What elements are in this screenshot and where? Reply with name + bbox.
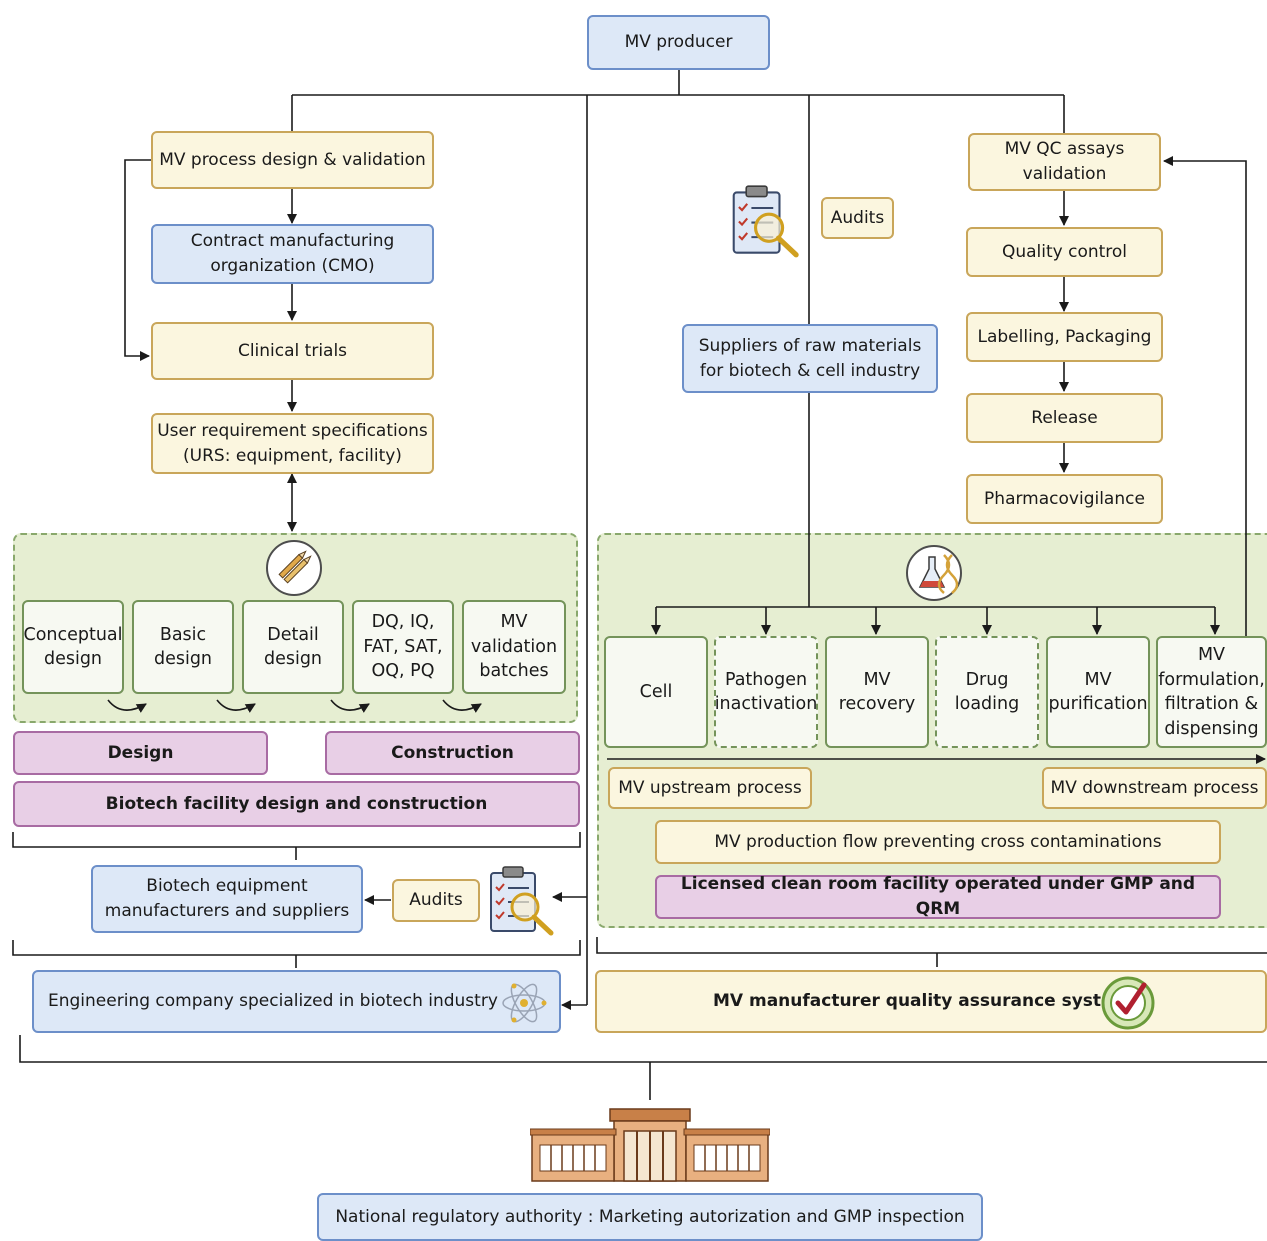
licensed-facility-label: Licensed clean room facility operated un… xyxy=(655,874,1221,919)
process-design-box: MV process design & validation xyxy=(151,131,434,189)
production-step: MV formulation, filtration & dispensing xyxy=(1156,636,1267,748)
design-label: Design xyxy=(13,731,268,775)
facility-design-label: Biotech facility design and construction xyxy=(13,781,580,827)
production-flow-label: MV production flow preventing cross cont… xyxy=(655,820,1221,864)
design-step: DQ, IQ, FAT, SAT, OQ, PQ xyxy=(352,600,454,694)
production-step: MV purification xyxy=(1046,636,1150,748)
qc-validation-box: MV QC assays validation xyxy=(968,133,1161,191)
regulatory-authority-box: National regulatory authority : Marketin… xyxy=(317,1193,983,1241)
audits-box-middle: Audits xyxy=(821,197,894,239)
production-step: Cell xyxy=(604,636,708,748)
design-step: MV validation batches xyxy=(462,600,566,694)
checkmark-badge-icon xyxy=(1100,975,1156,1031)
release-box: Release xyxy=(966,393,1163,443)
production-step: Pathogen inactivation xyxy=(714,636,818,748)
design-step: Detail design xyxy=(242,600,344,694)
engineering-company-box: Engineering company specialized in biote… xyxy=(32,970,561,1033)
clinical-trials-box: Clinical trials xyxy=(151,322,434,380)
quality-control-box: Quality control xyxy=(966,227,1163,277)
clipboard-magnifier-icon xyxy=(487,863,559,938)
construction-label: Construction xyxy=(325,731,580,775)
production-step: Drug loading xyxy=(935,636,1039,748)
raw-material-suppliers-box: Suppliers of raw materials for biotech &… xyxy=(682,324,938,393)
qa-system-box: MV manufacturer quality assurance system xyxy=(595,970,1267,1033)
atom-icon xyxy=(499,978,549,1028)
engineering-company-label: Engineering company specialized in biote… xyxy=(48,991,498,1011)
government-building-icon xyxy=(529,1105,771,1183)
audits-box-left: Audits xyxy=(392,879,480,922)
design-step: Basic design xyxy=(132,600,234,694)
clipboard-magnifier-icon xyxy=(728,182,806,260)
pharmacovigilance-box: Pharmacovigilance xyxy=(966,474,1163,524)
cmo-box: Contract manufacturing organization (CMO… xyxy=(151,224,434,284)
pencils-icon xyxy=(264,538,324,598)
qa-system-label: MV manufacturer quality assurance system xyxy=(713,991,1131,1011)
downstream-process-label: MV downstream process xyxy=(1042,767,1267,809)
upstream-process-label: MV upstream process xyxy=(608,767,812,809)
design-step: Conceptual design xyxy=(22,600,124,694)
labelling-box: Labelling, Packaging xyxy=(966,312,1163,362)
equipment-suppliers-box: Biotech equipment manufacturers and supp… xyxy=(91,865,363,933)
flask-dna-icon xyxy=(904,543,964,603)
mv-producer-box: MV producer xyxy=(587,15,770,70)
production-step: MV recovery xyxy=(825,636,929,748)
urs-box: User requirement specifications (URS: eq… xyxy=(151,413,434,474)
